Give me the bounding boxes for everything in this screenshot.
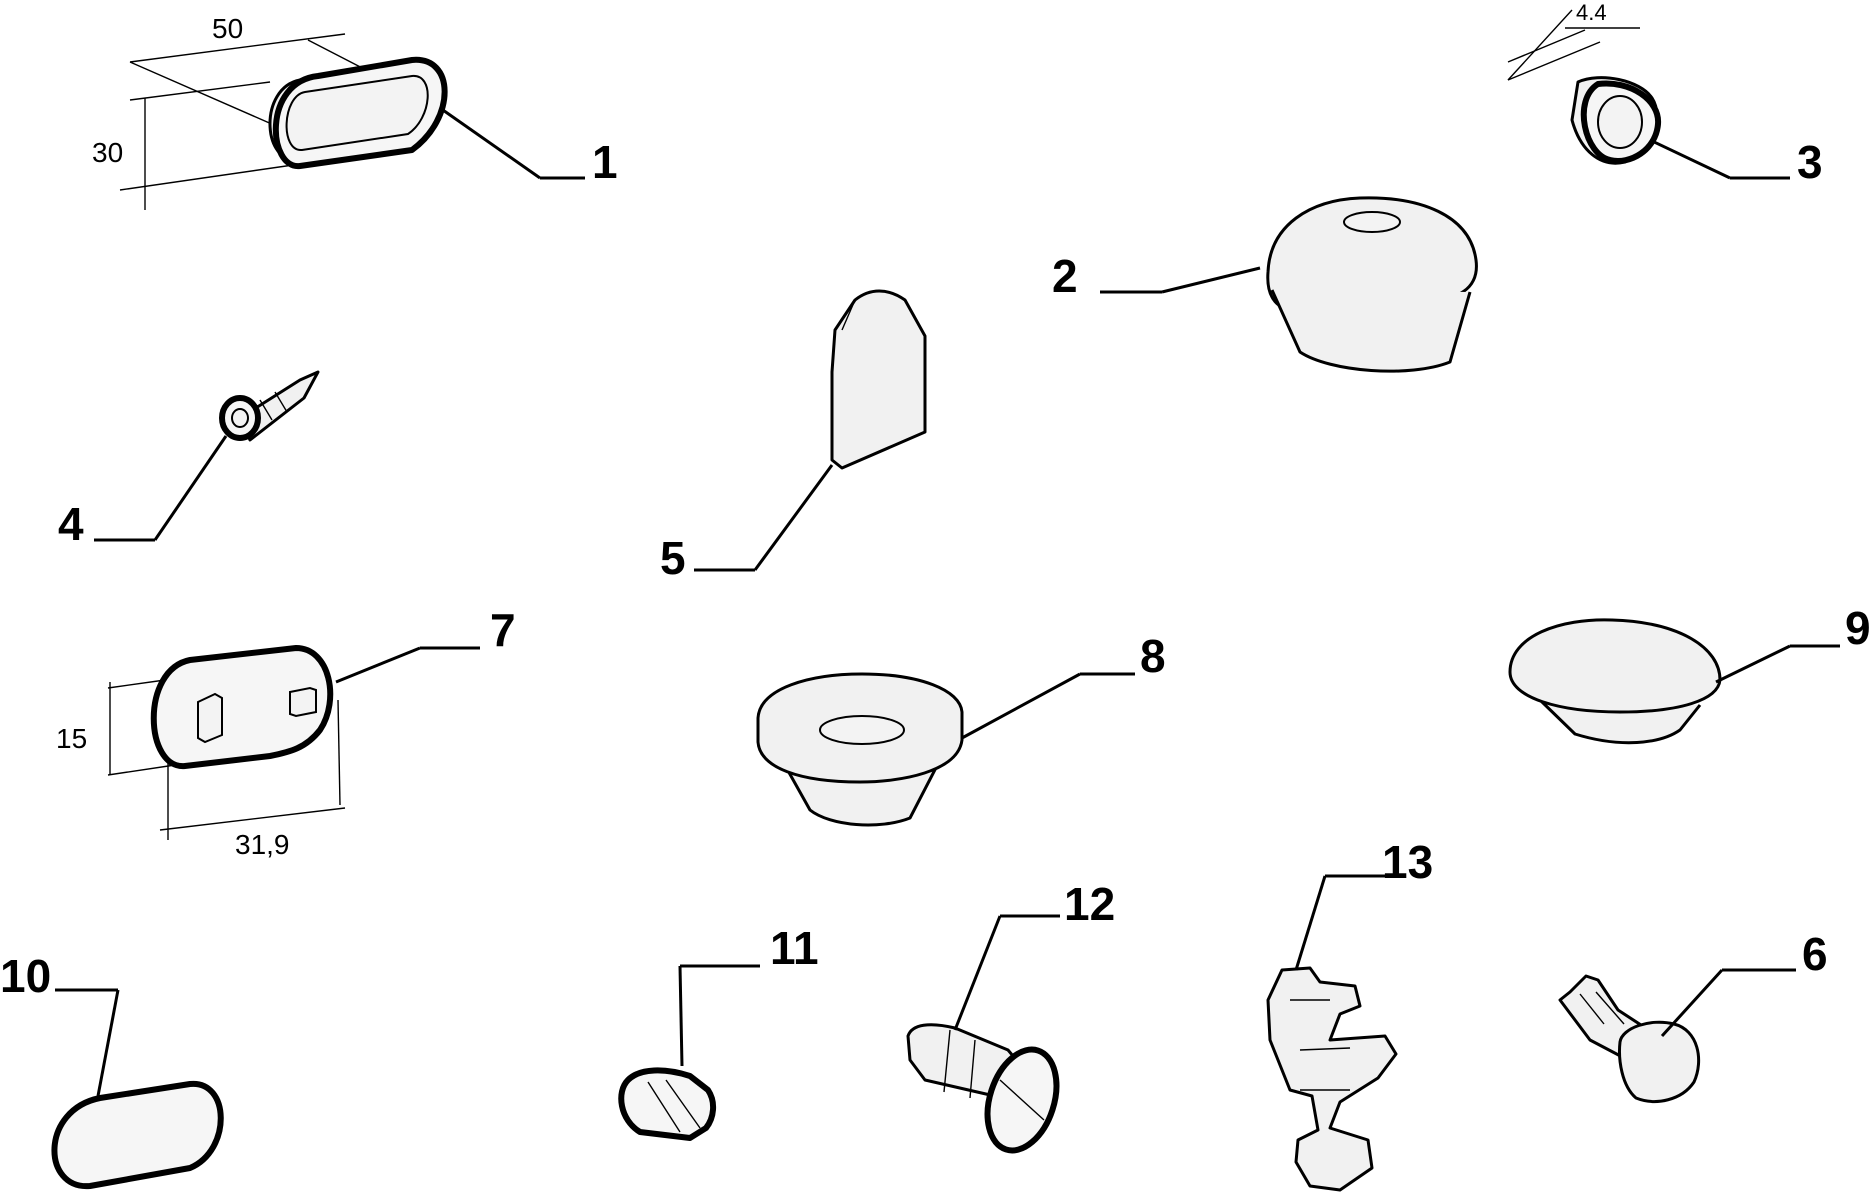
callout-8: 8 [1140,630,1166,682]
dimension-4-4: 4.4 [1576,0,1607,25]
callout-3: 3 [1797,136,1823,188]
callout-4: 4 [58,498,84,550]
part-11-small-clip [618,964,760,1141]
part-2-rounded-cap [1100,196,1478,373]
dimension-50: 50 [212,13,243,44]
part-5-flat-tab [694,289,927,572]
part-4-rivet [94,370,320,542]
dimension-31-9: 31,9 [235,829,290,860]
part-6-spring-clip [1558,968,1796,1103]
part-10-oval-plug [51,988,224,1190]
part-1-oval-plug [119,33,585,210]
callout-7: 7 [490,604,516,656]
part-9-round-cap [1508,618,1840,745]
part-13-cable-clip [1266,874,1398,1192]
callout-2: 2 [1052,250,1078,302]
part-3-push-clip [1507,9,1790,180]
callout-12: 12 [1064,878,1115,930]
callout-10: 10 [0,950,51,1002]
dimension-30: 30 [92,137,123,168]
dimension-15: 15 [56,723,87,754]
callout-13: 13 [1382,836,1433,888]
callout-11: 11 [770,922,819,974]
callout-6: 6 [1802,928,1828,980]
callout-1: 1 [592,136,618,188]
part-8-round-grommet [756,672,1135,827]
callout-9: 9 [1845,602,1871,654]
callout-5: 5 [660,532,686,584]
part-12-fir-tree-screw [906,914,1060,1154]
part-7-oval-plug [107,645,480,840]
